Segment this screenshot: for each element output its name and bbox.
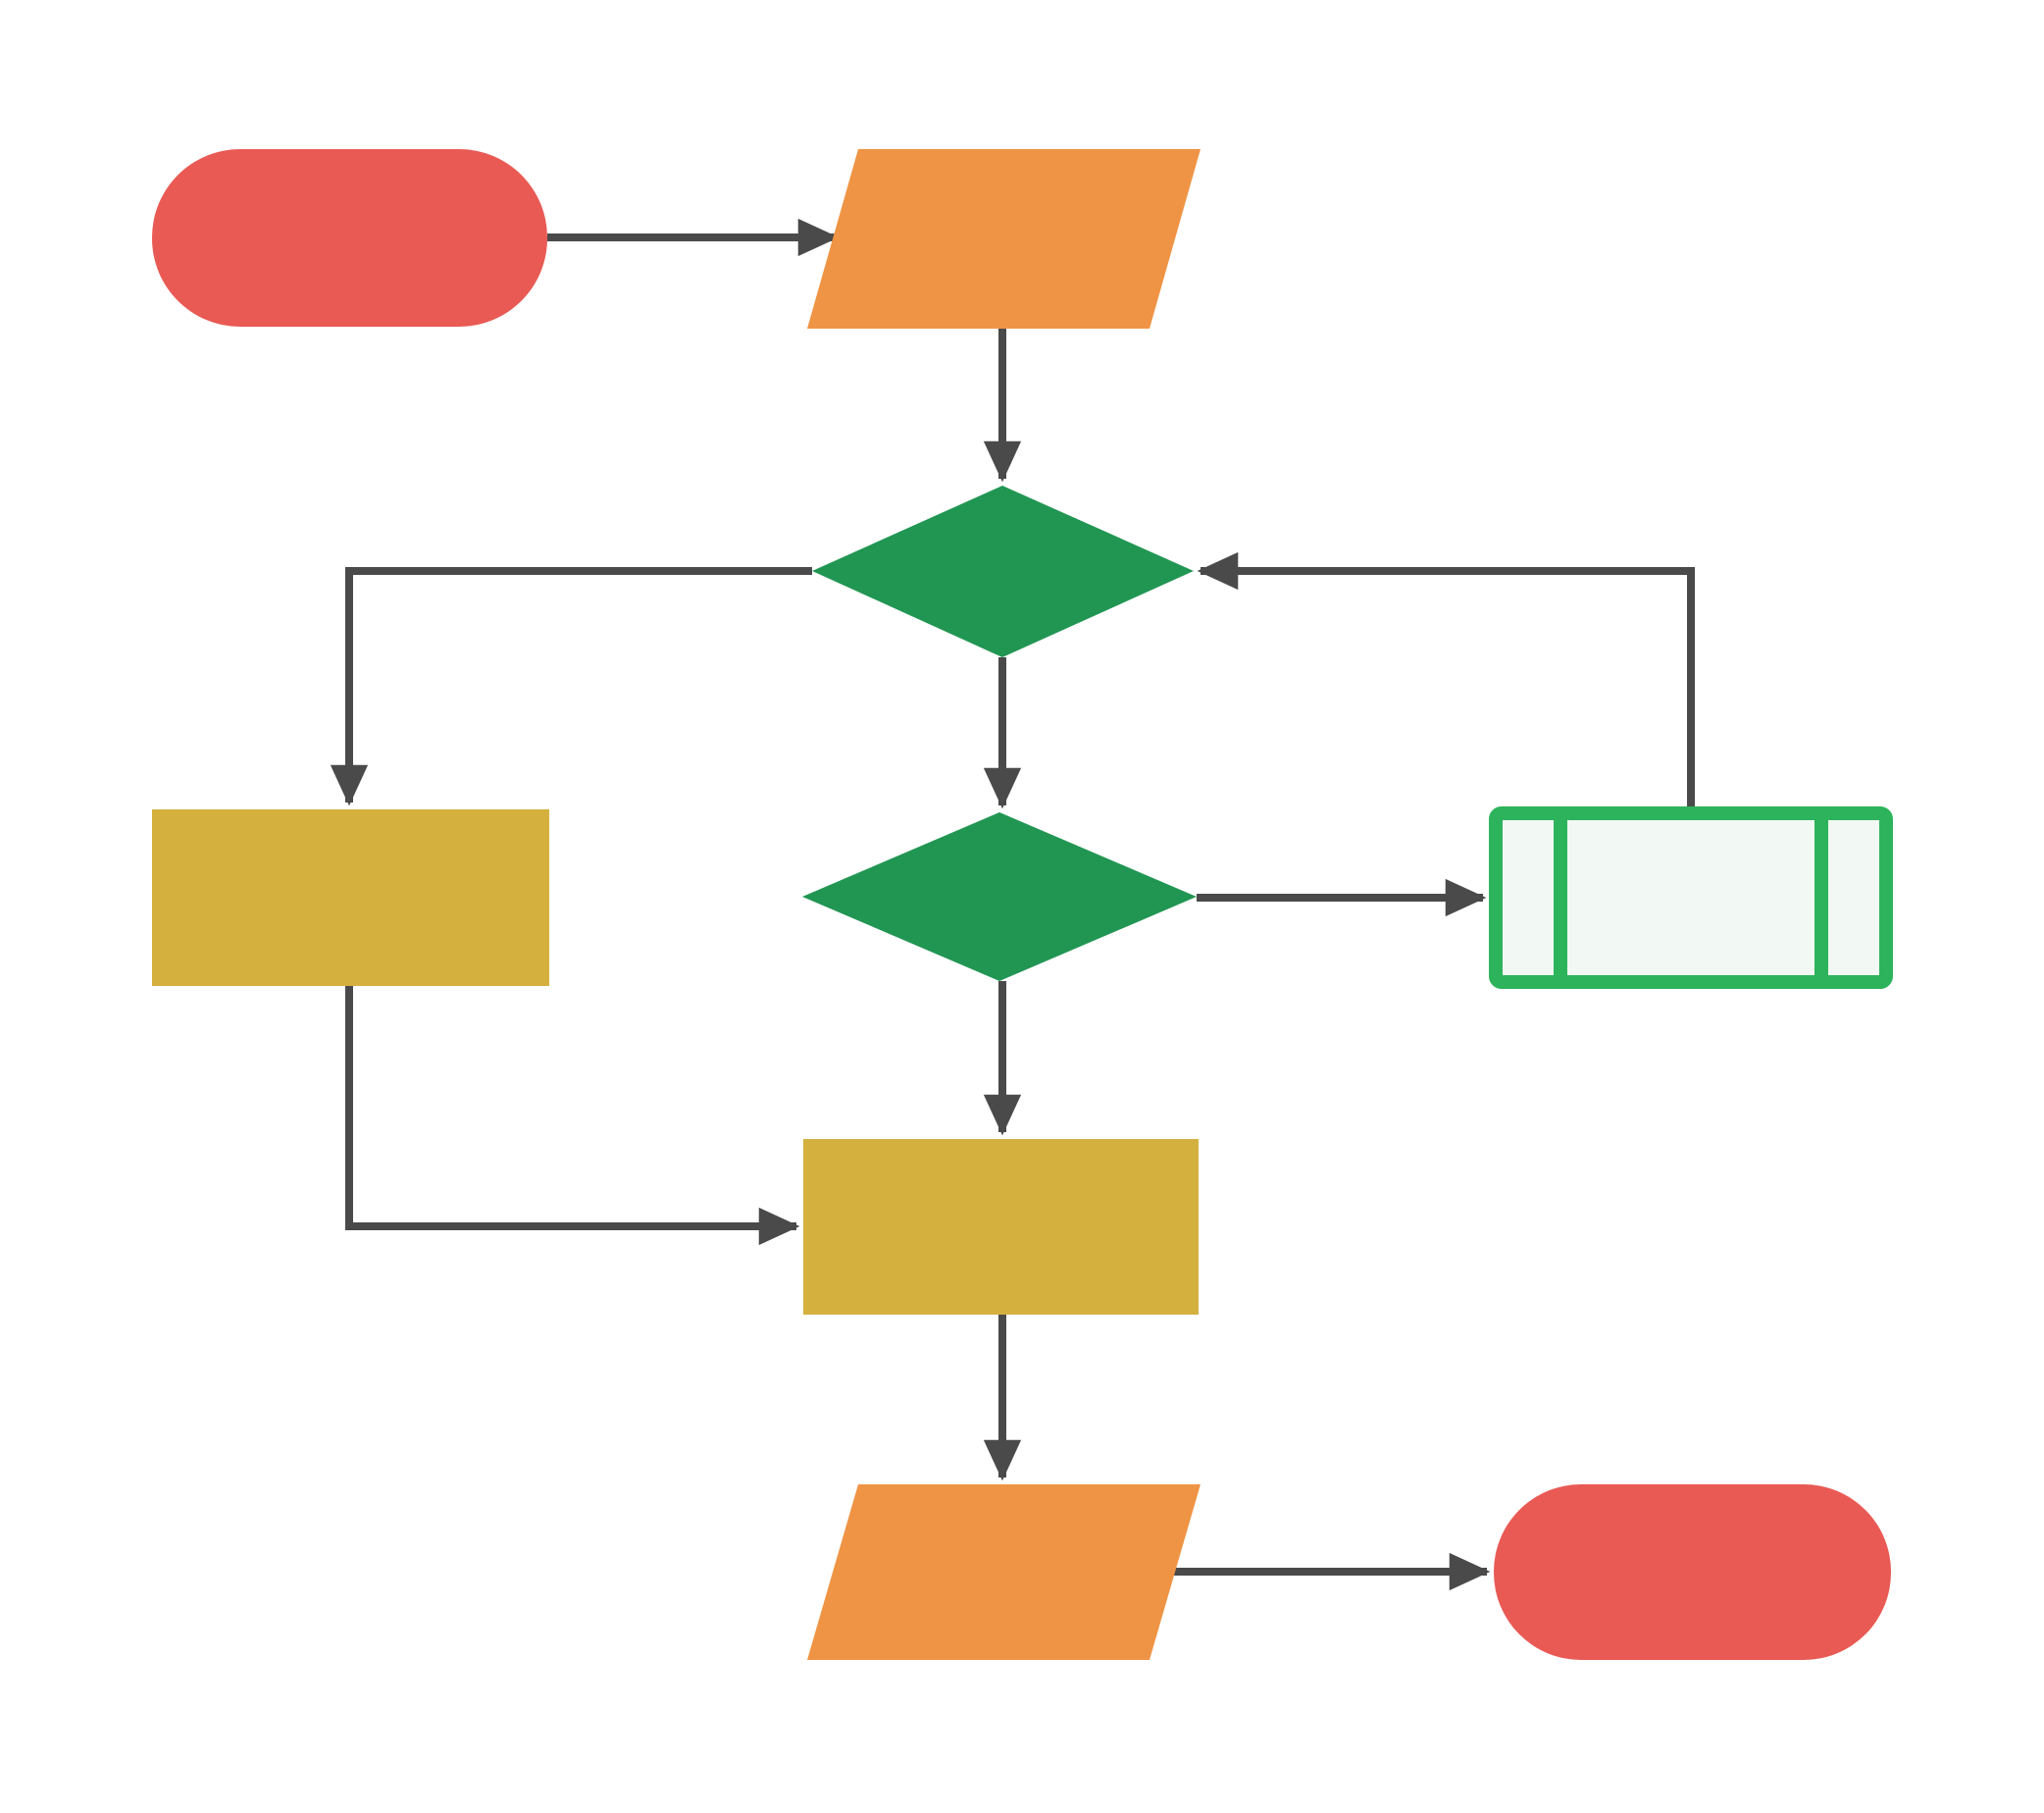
node-start-terminator[interactable] <box>152 149 547 327</box>
node-end-terminator[interactable] <box>1494 1484 1891 1660</box>
node-subroutine-predefined-process[interactable] <box>1489 806 1893 989</box>
node-decision-2-diamond[interactable] <box>802 812 1197 981</box>
node-output-parallelogram[interactable] <box>807 1484 1201 1660</box>
edge-process-left-to-process-main <box>345 986 800 1246</box>
subroutine-outer-frame <box>1489 806 1893 989</box>
node-process-left-rectangle[interactable] <box>152 809 549 986</box>
node-decision-1-diamond[interactable] <box>812 486 1194 657</box>
edge-subroutine-to-decision1-loopback <box>1197 551 1695 806</box>
node-process-main-rectangle[interactable] <box>803 1139 1199 1315</box>
edge-decision1-to-process-left <box>330 567 812 806</box>
node-input-parallelogram[interactable] <box>807 149 1201 329</box>
